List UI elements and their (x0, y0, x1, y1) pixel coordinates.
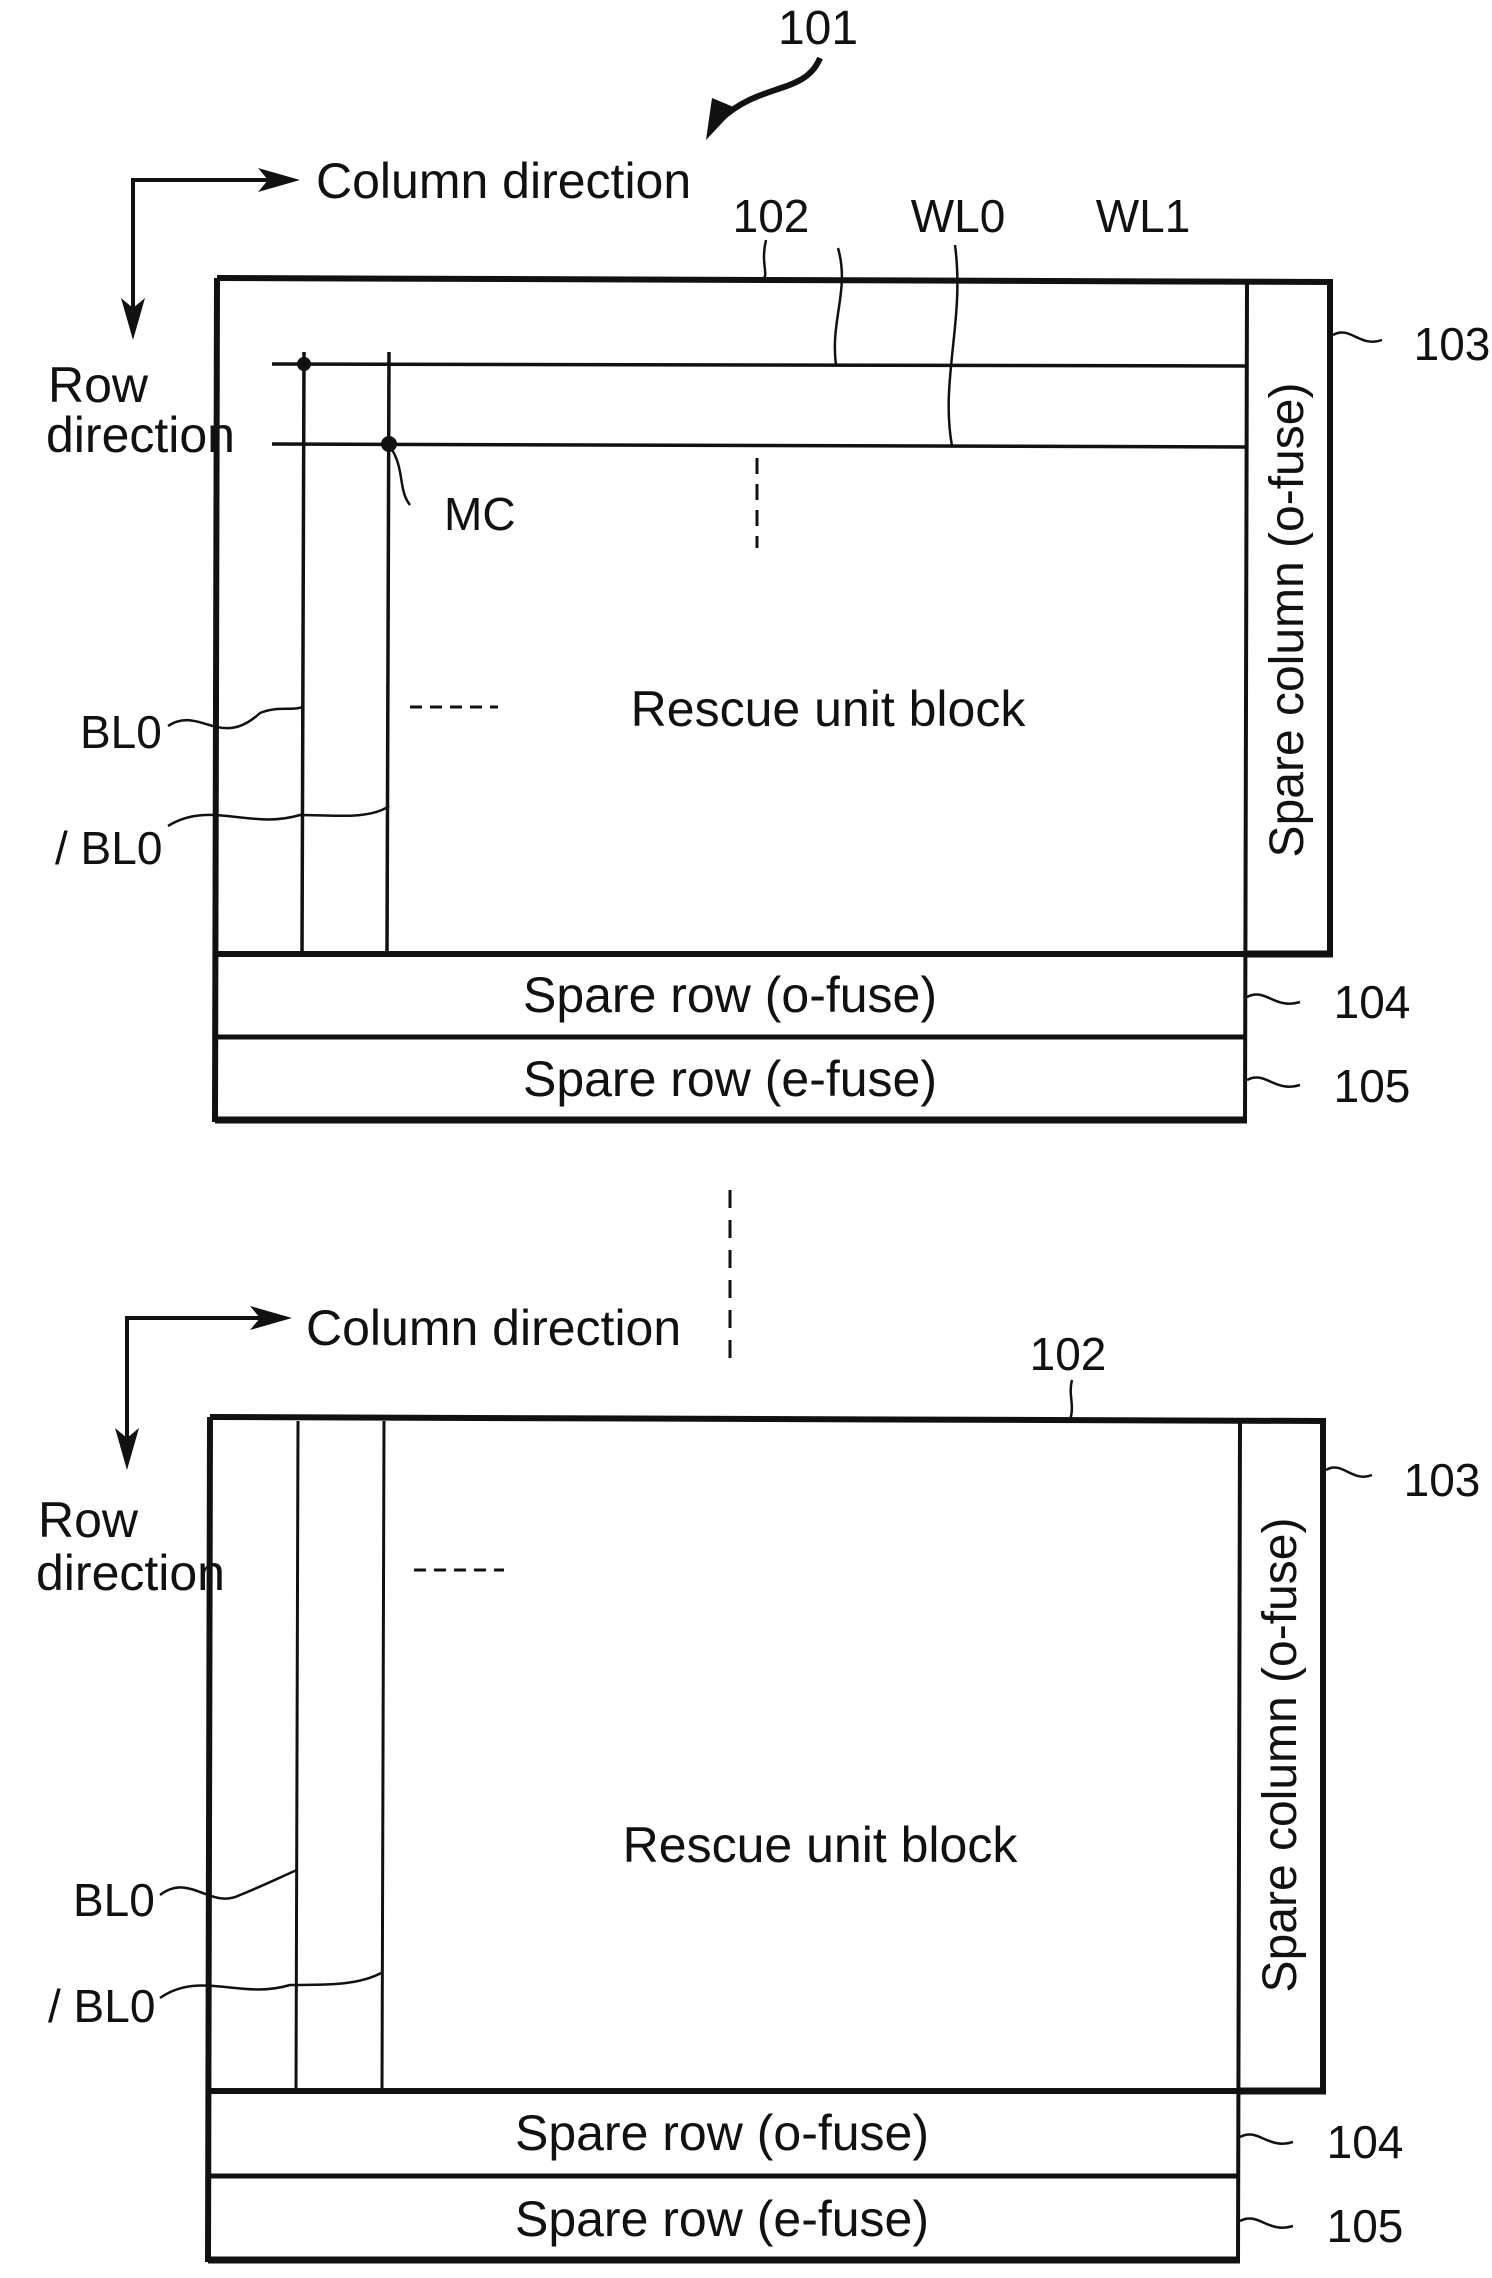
spare-row-o-fuse-label: Spare row (o-fuse) (523, 967, 937, 1023)
leader-wl0 (833, 247, 844, 366)
top-frame (209, 1414, 1326, 2092)
spare-column-label: Spare column (o-fuse) (1254, 1518, 1307, 1993)
row-direction-arrow-icon (121, 298, 145, 340)
column-direction-label: Column direction (316, 153, 691, 209)
leader-102 (761, 239, 768, 282)
leader-bl0-bar (159, 1970, 384, 2000)
row-direction-label-2: direction (46, 407, 235, 463)
bit-line-label-bl0-bar: / BL0 (55, 822, 162, 874)
main-block-label: Rescue unit block (631, 681, 1027, 737)
spare-column-divider (1243, 281, 1249, 1123)
spare-row-o-fuse-ref: 104 (1334, 976, 1411, 1028)
word-line-wl1 (271, 442, 1248, 449)
block-ref-label: 102 (733, 190, 810, 242)
column-direction-arrow-icon (258, 168, 300, 192)
spare-row-e-fuse-label: Spare row (e-fuse) (523, 1051, 937, 1107)
direction-arrows (115, 1306, 292, 1470)
leader-bl0 (159, 1868, 298, 1900)
bottom-block: Column direction Row direction 102 BL0 /… (36, 1300, 1481, 2264)
column-direction-arrow-icon (250, 1306, 292, 1330)
memory-cell-dot (297, 357, 311, 371)
bit-line-label-bl0-bar: / BL0 (48, 1980, 155, 2032)
leader-mc (389, 447, 412, 506)
spare-row-o-fuse-label: Spare row (o-fuse) (515, 2105, 929, 2161)
leader-102 (1068, 1379, 1074, 1421)
leader-104 (1246, 993, 1301, 1005)
leader-103 (1325, 1466, 1373, 1478)
spare-column-ref: 103 (1414, 318, 1491, 370)
bit-line-label-bl0: BL0 (80, 706, 162, 758)
column-direction-label: Column direction (306, 1300, 681, 1356)
spare-row-o-fuse-ref: 104 (1327, 2116, 1404, 2168)
spare-row-e-fuse-ref: 105 (1334, 1060, 1411, 1112)
bit-line-bl0-bar (385, 351, 391, 955)
spare-row-e-fuse-ref: 105 (1327, 2200, 1404, 2252)
row-direction-arrow-icon (115, 1428, 139, 1470)
block-ref-label: 102 (1030, 1328, 1107, 1380)
memory-cell-dot (381, 436, 397, 452)
row-direction-label-2: direction (36, 1545, 225, 1601)
bit-line-label-bl0: BL0 (73, 1874, 155, 1926)
leader-105 (1246, 1076, 1301, 1088)
leader-bl0-bar (167, 804, 390, 828)
memory-cell-label: MC (444, 488, 516, 540)
leader-wl1 (947, 244, 959, 447)
leader-104 (1239, 2133, 1294, 2145)
word-line-wl0 (271, 362, 1248, 368)
bit-line-bl0 (294, 1420, 300, 2092)
row-direction-label-1: Row (38, 1492, 139, 1548)
spare-column-ref: 103 (1404, 1454, 1481, 1506)
spare-row-e-fuse-label: Spare row (e-fuse) (515, 2191, 929, 2247)
leader-103 (1332, 331, 1383, 343)
leader-bl0 (167, 704, 305, 730)
spare-column-label: Spare column (o-fuse) (1261, 383, 1314, 858)
row-direction-label-1: Row (48, 357, 149, 413)
figure-ref-label: 101 (778, 2, 858, 55)
word-line-label-wl1: WL1 (1096, 190, 1191, 242)
top-frame (216, 275, 1333, 955)
direction-arrows (121, 168, 300, 340)
figure-ref-arrow (706, 56, 823, 140)
top-block: Column direction Row direction (46, 153, 1491, 1124)
leader-105 (1239, 2217, 1294, 2229)
left-frame (205, 1416, 213, 2263)
bit-line-bl0-bar (380, 1420, 386, 2092)
main-block-label: Rescue unit block (623, 1817, 1019, 1873)
word-line-label-wl0: WL0 (911, 190, 1006, 242)
left-frame (212, 277, 220, 1123)
spare-column-divider (1236, 1420, 1242, 2263)
bit-line-bl0 (300, 351, 306, 955)
